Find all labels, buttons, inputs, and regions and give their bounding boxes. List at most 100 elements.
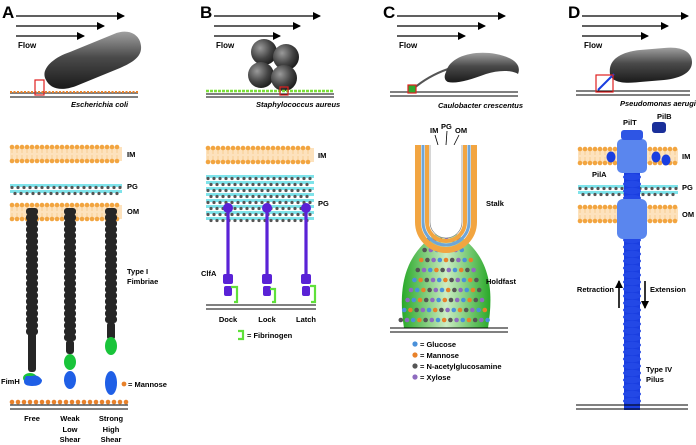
lipid-head: [602, 160, 608, 166]
sugar-dot: [440, 267, 445, 273]
lipid-head: [295, 159, 301, 165]
sugar-dot: [441, 317, 447, 323]
lipid-head: [592, 146, 598, 152]
lipid-head: [210, 145, 216, 151]
sugar-dot: [429, 317, 435, 323]
sugar-dot: [418, 277, 423, 283]
sugar-dot: [432, 307, 438, 313]
fimbria-segment: [26, 214, 38, 221]
mannose-dot: [27, 399, 33, 405]
pg-crosslink: [212, 200, 216, 205]
fibrinogen-legend-icon: [238, 329, 245, 341]
lipid-head: [69, 144, 75, 150]
lipid-head: [667, 146, 673, 152]
lipid-head: [647, 160, 653, 166]
sugar-dot: [474, 277, 479, 283]
lipid-head: [577, 204, 583, 210]
flow-label-a: Flow: [18, 41, 37, 50]
sugar-dot: [461, 297, 466, 303]
fimbria-segment: [26, 262, 38, 269]
clfa-stalk: [226, 208, 230, 276]
sugar-dot: [408, 307, 413, 313]
pg-crosslink: [227, 182, 231, 187]
pg-crosslink: [58, 185, 62, 190]
sugar-dot: [461, 277, 467, 283]
lipid-head: [225, 159, 231, 165]
mannose-dot: [93, 399, 99, 405]
fimbria-segment: [105, 226, 117, 233]
lipid-head: [54, 202, 60, 208]
pg-crosslink: [70, 185, 74, 190]
lipid-head: [225, 145, 231, 151]
pg-crosslink: [287, 194, 291, 199]
lipid-head: [79, 144, 85, 150]
clfa-stalk: [265, 208, 269, 276]
lipid-head: [114, 158, 120, 164]
pg-crosslink: [581, 192, 585, 197]
pg-crosslink: [257, 182, 261, 187]
pg-crosslink: [88, 185, 92, 190]
sugar-dot: [430, 277, 436, 283]
clfa-n2: [223, 274, 233, 284]
bilayer-core: [10, 147, 122, 161]
sugar-dot: [471, 267, 476, 273]
lipid-head: [280, 159, 286, 165]
pilt-label: PilT: [623, 118, 637, 127]
sugar-dot: [412, 277, 417, 283]
fimbria-segment: [64, 208, 76, 215]
pg-crosslink: [608, 186, 612, 191]
stalk-outer: [415, 145, 477, 253]
pg-crosslink: [100, 185, 104, 190]
clfa-n2: [262, 274, 272, 284]
om-label-a: OM: [127, 207, 139, 216]
fimbria-segment: [26, 220, 38, 227]
lipid-head: [104, 202, 110, 208]
sugar-dot: [463, 307, 469, 313]
pila-subunit-2: [651, 151, 661, 163]
panel-b-letter: B: [200, 3, 212, 22]
fimbria-segment: [26, 208, 38, 215]
lipid-head: [300, 145, 306, 151]
pg-crosslink: [644, 186, 648, 191]
pg-crosslink: [233, 182, 237, 187]
fimbria-segment: [64, 334, 76, 341]
sugar-dot: [476, 307, 481, 313]
mannose-dot: [111, 399, 117, 405]
lipid-head: [19, 144, 25, 150]
mannose-dot: [75, 399, 81, 405]
pilin-subunit: [623, 285, 641, 293]
lipid-head: [275, 145, 281, 151]
panel-c-letter: C: [383, 3, 395, 22]
lipid-head: [652, 146, 658, 152]
lipid-head: [612, 204, 618, 210]
type-i-label: Type I: [127, 267, 148, 276]
legend-mannose: = Mannose: [420, 351, 459, 360]
lipid-head: [49, 158, 55, 164]
sugar-dot: [418, 257, 424, 263]
lipid-head: [602, 146, 608, 152]
lipid-head: [285, 145, 291, 151]
pg-crosslink: [284, 188, 288, 193]
sugar-dot: [433, 287, 439, 293]
pg-crosslink: [287, 206, 291, 211]
fimbria-segment: [26, 286, 38, 293]
lipid-head: [74, 202, 80, 208]
lipid-head: [290, 145, 296, 151]
pg-crosslink: [206, 176, 210, 181]
lipid-head: [39, 202, 45, 208]
lipid-head: [94, 158, 100, 164]
pg-crosslink: [94, 185, 98, 190]
pg-crosslink: [55, 191, 59, 196]
pg-crosslink: [308, 188, 312, 193]
fimbria-segment: [26, 310, 38, 317]
pg-crosslink: [239, 218, 243, 223]
extension-label: Extension: [650, 285, 686, 294]
fimbria-tip: [28, 330, 36, 372]
lipid-head: [672, 146, 678, 152]
sugar-dot: [457, 307, 463, 313]
pg-crosslink: [665, 192, 669, 197]
pg-crosslink: [85, 191, 89, 196]
sugar-dot: [423, 317, 428, 323]
pg-crosslink: [242, 212, 246, 217]
